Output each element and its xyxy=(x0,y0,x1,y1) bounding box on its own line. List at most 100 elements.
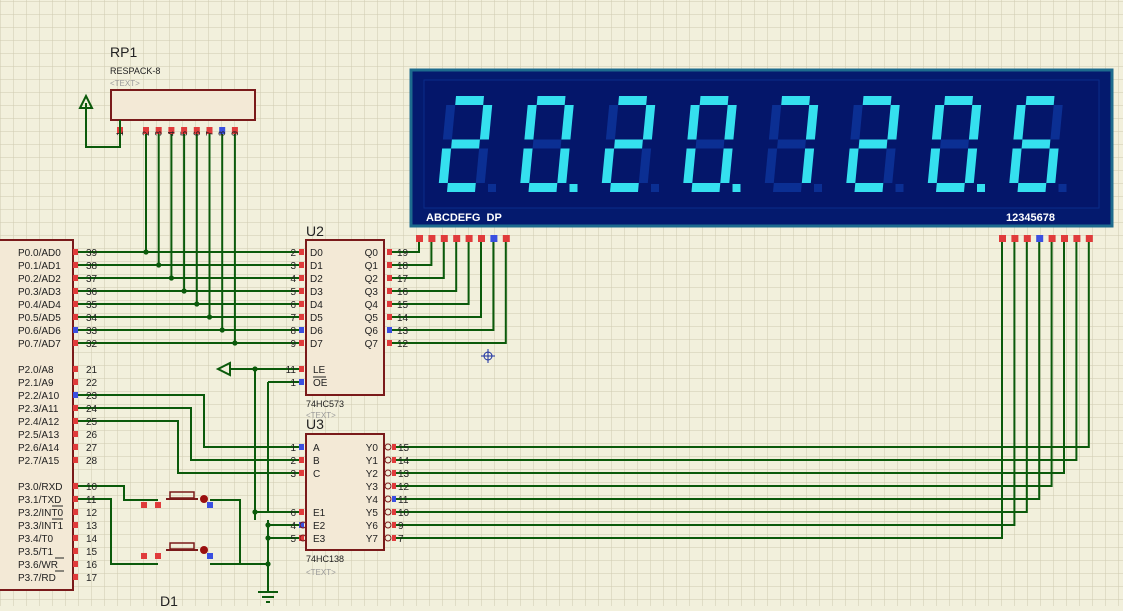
segment xyxy=(944,96,973,105)
u3-ref: U3 xyxy=(306,416,324,432)
u3-pin-name: Y7 xyxy=(366,534,379,545)
pin-marker xyxy=(73,418,78,424)
pin-marker xyxy=(73,288,78,294)
u3-pin-name: Y0 xyxy=(366,443,379,454)
mcu-pin-name: P2.1/A9 xyxy=(18,378,54,389)
pin-marker xyxy=(428,235,436,242)
push-button-1[interactable] xyxy=(141,491,213,508)
pin-marker xyxy=(392,535,396,541)
segment xyxy=(695,139,725,149)
pin-marker xyxy=(73,522,78,528)
mcu-pin-name: P3.3/INT1 xyxy=(18,521,63,532)
segment xyxy=(642,105,656,140)
segment xyxy=(940,139,969,149)
pin-marker xyxy=(73,366,78,372)
wire xyxy=(78,498,158,565)
segment xyxy=(528,183,558,192)
pin-marker xyxy=(392,522,396,528)
decimal-point xyxy=(814,184,822,192)
pin-marker xyxy=(465,235,473,242)
mcu-pin-name: P3.1/TXD xyxy=(18,495,61,506)
mcu-pin-number: 22 xyxy=(86,378,98,389)
pin-marker xyxy=(299,262,304,268)
pin-marker xyxy=(1036,235,1044,242)
u3-pin-number: 4 xyxy=(290,521,296,532)
push-button-2[interactable] xyxy=(141,542,213,559)
segment xyxy=(447,183,476,192)
pin-marker xyxy=(299,275,304,281)
mcu-pin-name: P3.4/T0 xyxy=(18,534,53,545)
u2-pin-number: 16 xyxy=(397,287,409,298)
u3-text: <TEXT> xyxy=(306,568,336,577)
pin-marker xyxy=(416,235,423,242)
u2-latch[interactable]: U2 74HC573 <TEXT> D02D13D24D35D46D57D68D… xyxy=(286,223,409,420)
u3-pin-name: E1 xyxy=(313,508,326,519)
decimal-point xyxy=(732,184,741,192)
wire xyxy=(78,407,299,461)
mcu-pin-number: 13 xyxy=(86,521,98,532)
u3-pin-name: C xyxy=(313,469,320,480)
wire xyxy=(78,394,299,448)
mcu-pin-name: P0.1/AD1 xyxy=(18,261,61,272)
pin-marker xyxy=(73,509,78,515)
segment xyxy=(931,105,945,140)
u3-pin-number: 2 xyxy=(290,456,296,467)
junction-dot xyxy=(168,275,174,281)
u2-pin-number: 15 xyxy=(397,300,409,311)
u3-pin-number: 15 xyxy=(398,443,410,454)
button-cap xyxy=(169,542,195,550)
pin-marker xyxy=(73,561,78,567)
mcu-pin-name: P3.6/WR xyxy=(18,560,58,571)
pin-marker xyxy=(299,509,304,515)
mcu-pin-name: P3.5/T1 xyxy=(18,547,53,558)
decimal-point xyxy=(1058,184,1067,192)
u2-pin-name: D5 xyxy=(310,313,323,324)
u2-pin-name: D6 xyxy=(310,326,323,337)
pin-marker xyxy=(219,127,226,134)
segment xyxy=(557,148,570,183)
mcu-pin-number: 35 xyxy=(86,300,98,311)
mcu-pin-number: 25 xyxy=(86,417,98,428)
u2-pin-name: Q1 xyxy=(365,261,379,272)
mcu-pin-number: 16 xyxy=(86,560,98,571)
pin-marker xyxy=(206,127,213,134)
u3-pin-number: 1 xyxy=(290,443,296,454)
pin-marker xyxy=(387,288,392,294)
pin-marker xyxy=(392,444,396,450)
inversion-bubble xyxy=(299,534,307,542)
segment xyxy=(451,139,480,149)
button-cap xyxy=(169,491,195,499)
segment xyxy=(850,105,863,140)
segment xyxy=(1017,183,1047,192)
pin-marker xyxy=(73,301,78,307)
u2-pin-name: D3 xyxy=(310,287,323,298)
u2-pin-number: 18 xyxy=(397,261,409,272)
mcu-pin-name: P0.3/AD3 xyxy=(18,287,61,298)
u2-pin-name: Q4 xyxy=(365,300,379,311)
wire xyxy=(396,242,1078,461)
wire xyxy=(396,242,1016,526)
u3-pin-number: 6 xyxy=(290,508,296,519)
wire xyxy=(392,242,458,292)
segment xyxy=(601,148,615,183)
wire xyxy=(396,242,1028,513)
u2-pin-name: D7 xyxy=(310,339,323,350)
display-digits xyxy=(438,96,1067,192)
u3-pin-name: Y4 xyxy=(366,495,379,506)
segment xyxy=(846,148,859,183)
wire xyxy=(392,242,507,344)
u3-pin-name: E2 xyxy=(313,521,326,532)
segment xyxy=(1025,96,1055,105)
mcu-pin-name: P2.5/A13 xyxy=(18,430,60,441)
segment xyxy=(638,148,652,183)
junction-dot xyxy=(252,509,258,515)
pin-marker xyxy=(490,235,498,242)
seven-segment-display[interactable]: ABCDEFG DP 12345678 xyxy=(409,68,1114,242)
inversion-bubble xyxy=(384,534,392,542)
u2-pin-name: Q6 xyxy=(365,326,379,337)
pin-marker xyxy=(207,502,213,508)
